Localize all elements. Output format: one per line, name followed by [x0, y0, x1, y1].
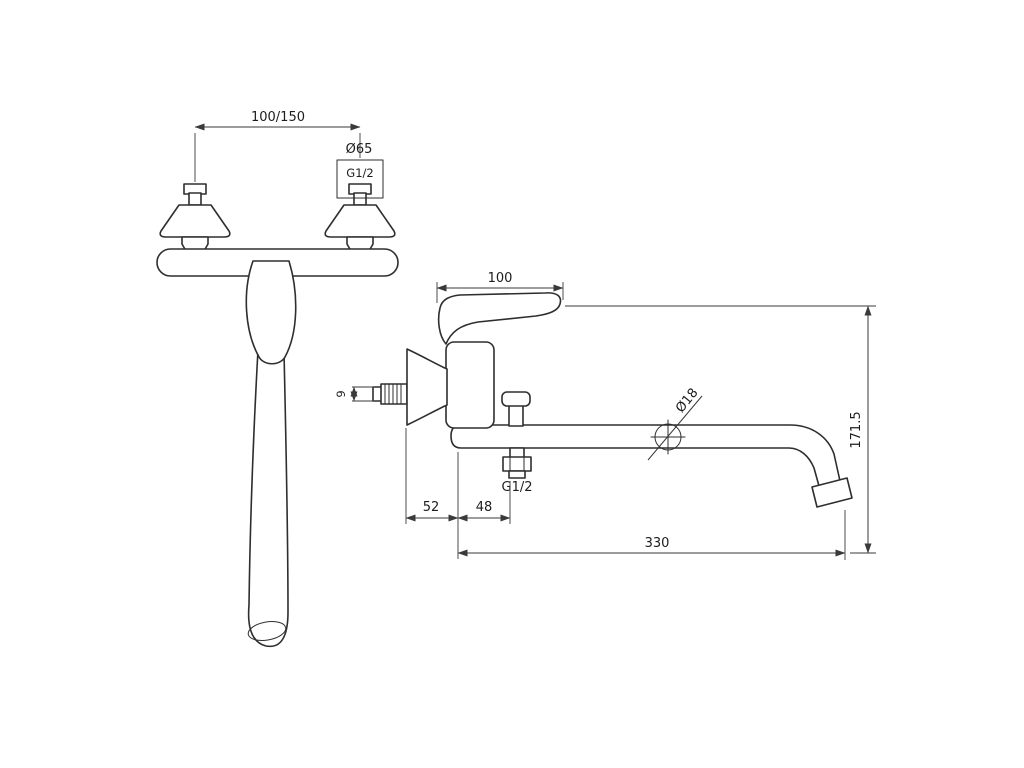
side-escutcheon-bell — [406, 348, 448, 426]
dim-spout-reach: 330 — [457, 510, 846, 560]
front-right-mount — [324, 183, 396, 252]
leader-line — [647, 395, 703, 461]
front-spout-outlet-rim — [247, 621, 287, 641]
dim-overall-height: 171.5 — [565, 305, 876, 554]
dim-escutcheon-diameter-label: Ø65 — [346, 142, 373, 157]
dim-outlet-thread-label: G1/2 — [502, 480, 533, 495]
right-escutcheon-bell — [324, 204, 396, 238]
dim-mount-centers-label: 100/150 — [251, 110, 305, 125]
diverter-knob — [501, 391, 531, 407]
dim-spout-diameter: Ø18 — [647, 386, 703, 461]
dim-nipple-label: 9 — [334, 390, 348, 397]
front-spout-tube — [247, 349, 289, 648]
dim-overall-height-label: 171.5 — [849, 411, 864, 448]
side-lever-handle — [437, 292, 562, 345]
outlet-nut — [502, 456, 532, 472]
side-view: 100 9 Ø18 171.5 G1/2 — [334, 271, 876, 560]
dim-axis-to-outlet-label: 48 — [476, 500, 493, 515]
dim-wall-to-axis-label: 52 — [423, 500, 440, 515]
dim-connection-thread-label: G1/2 — [346, 166, 373, 180]
shower-outlet — [502, 447, 532, 479]
dim-spout-reach-label: 330 — [645, 536, 670, 551]
diverter-stem — [508, 403, 524, 427]
dim-handle-length: 100 — [436, 271, 564, 303]
front-left-mount — [159, 183, 231, 252]
spout-end-cap — [811, 477, 853, 508]
dim-handle-length-label: 100 — [488, 271, 513, 286]
side-mixer-body — [445, 341, 495, 429]
thread-callout-box — [336, 159, 384, 199]
left-escutcheon-bell — [159, 204, 231, 238]
dim-mount-centers: 100/150 — [194, 110, 361, 182]
outlet-tip — [508, 470, 526, 479]
left-bolt-stem — [188, 192, 202, 206]
side-spout-pipe — [450, 424, 841, 487]
front-lever-handle — [245, 260, 297, 365]
wall-connection — [372, 348, 448, 426]
right-bolt-stem — [353, 192, 367, 206]
dim-52-48: 52 48 — [405, 428, 511, 559]
dim-spout-diameter-label: Ø18 — [673, 386, 702, 416]
front-view: 100/150 Ø65 G1/2 — [156, 110, 399, 648]
dim-nipple: 9 — [334, 386, 375, 402]
